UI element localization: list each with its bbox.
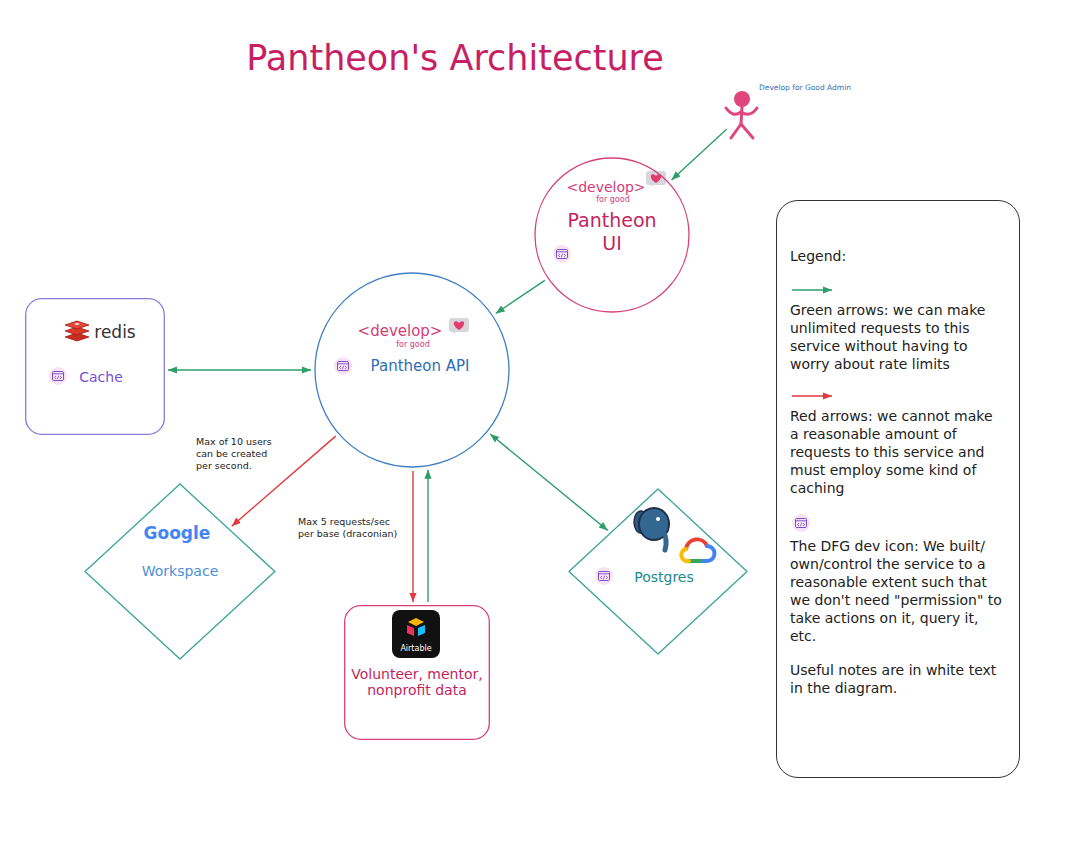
gcp-arc (700, 546, 715, 561)
data-box: AirtableVolunteer, mentor, nonprofit dat… (344, 605, 490, 740)
dev-icon (553, 245, 571, 263)
postgres-logo (634, 508, 669, 550)
legend-text: The DFG dev icon: We built/ own/control … (790, 537, 1005, 645)
legend-tail: Useful notes are in white text in the di… (790, 661, 1005, 697)
node-text: Develop for Good Admin (759, 83, 851, 92)
box-outline (26, 299, 165, 435)
circle-outline (315, 273, 509, 467)
figure-arms (726, 108, 757, 114)
node-text: redis (94, 321, 135, 341)
legend-heading: Legend: (790, 247, 1005, 265)
redis-layer (65, 321, 89, 329)
circle-outline (535, 158, 689, 312)
connector-arrow (427, 470, 428, 602)
admin-figure (726, 91, 757, 138)
node-text: for good (596, 195, 630, 205)
legend-arrow (792, 395, 832, 396)
heart-bubble-icon (449, 318, 469, 334)
legend-sample (790, 389, 836, 403)
legend-arrow (792, 289, 832, 290)
edge-note: Max 5 requests/sec per base (draconian) (298, 516, 406, 540)
service-circle: <develop>for goodPantheon API (314, 272, 510, 468)
dev-icon (334, 357, 352, 375)
node-text: Pantheon UI (557, 209, 667, 255)
airtable-mark (408, 618, 424, 626)
airtable-mark (407, 625, 414, 636)
note-text: Useful notes are in white text in the di… (790, 661, 1005, 697)
gcp-arc (686, 539, 707, 549)
airtable-logo-ground (392, 610, 440, 658)
dev-icon (49, 367, 67, 385)
legend-text: Green arrows: we can make unlimited requ… (790, 301, 1005, 373)
dev-icon (595, 567, 613, 585)
legend-items: Green arrows: we can make unlimited requ… (790, 283, 1005, 645)
node-text: Workspace (142, 563, 219, 580)
node-text: for good (396, 340, 430, 350)
service-diamond: GoogleWorkspace (84, 483, 276, 660)
figure-head (734, 91, 750, 107)
legend-entry: The DFG dev icon: We built/ own/control … (790, 513, 1005, 645)
elephant-trunk (663, 530, 666, 550)
node-text: Cache (79, 368, 123, 385)
service-diamond: Postgres (568, 488, 748, 655)
gcp-logo (681, 539, 714, 561)
diamond-outline (569, 489, 747, 654)
connector-arrow (168, 369, 311, 370)
airtable-mark (418, 625, 425, 636)
connector-arrow (412, 471, 413, 602)
node-outline (25, 298, 165, 435)
legend-entry: Red arrows: we cannot make a reasonable … (790, 389, 1005, 497)
node-text: <develop> (566, 179, 645, 196)
figure-legs (731, 124, 753, 138)
node-text: Airtable (400, 644, 431, 654)
node-text: Google (144, 523, 211, 543)
redis-mark (74, 323, 80, 325)
node-text: Postgres (634, 568, 694, 585)
diagram-title: Pantheon's Architecture (155, 36, 755, 80)
heart-bubble-icon (646, 171, 666, 187)
legend-text: Red arrows: we cannot make a reasonable … (790, 407, 1005, 497)
box-outline (345, 606, 490, 740)
node-text: Pantheon API (371, 357, 470, 375)
elephant-eye (656, 517, 660, 521)
actor-node: Develop for Good Admin (700, 78, 860, 144)
connector-arrow (490, 434, 608, 530)
legend-sample (790, 513, 812, 533)
legend-box: Legend: Green arrows: we can make unlimit… (776, 200, 1020, 778)
legend-head: Legend: (790, 247, 1005, 265)
figure-body (741, 107, 742, 124)
connector-arrow (496, 280, 545, 313)
redis-logo (65, 321, 89, 341)
gcp-arc (681, 549, 689, 561)
diamond-outline (85, 484, 275, 659)
connector-arrow (672, 129, 727, 180)
service-circle: <develop>for goodPantheon UI (534, 157, 690, 313)
node-text: Volunteer, mentor, nonprofit data (349, 666, 485, 700)
dev-icon (792, 514, 810, 532)
cache-box: redisCache (25, 298, 165, 435)
legend-sample (790, 283, 836, 297)
legend-entry: Green arrows: we can make unlimited requ… (790, 283, 1005, 373)
airtable-logo (392, 610, 440, 658)
edge-note: Max of 10 users can be created per secon… (196, 436, 284, 472)
node-text: <develop> (358, 322, 443, 340)
